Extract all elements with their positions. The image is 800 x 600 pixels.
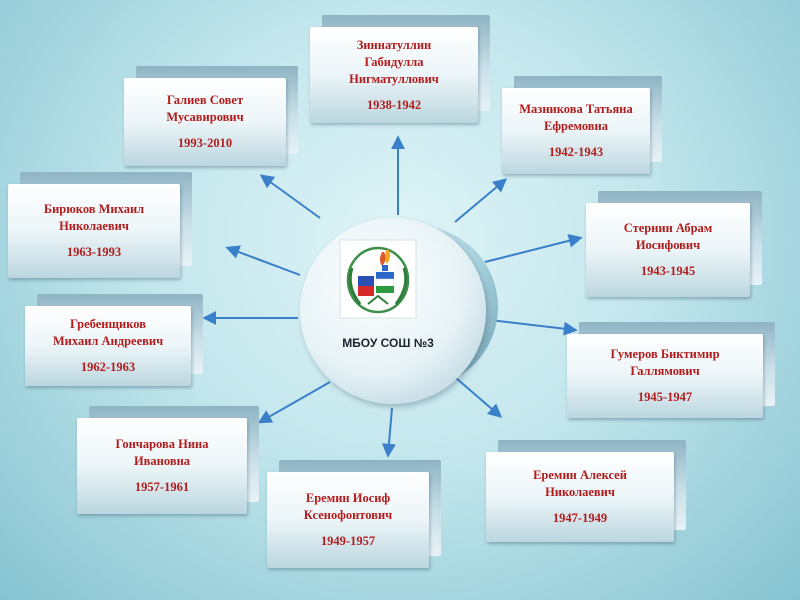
director-card-6: Гончарова Нина Ивановна 1957-1961	[77, 406, 259, 514]
director-name: Стернин Абрам Иосифович	[623, 221, 713, 252]
director-years: 1943-1945	[640, 264, 696, 278]
card-face: Гончарова Нина Ивановна 1957-1961	[77, 418, 247, 514]
director-card-3: Гумеров Биктимир Галлямович 1945-1947	[567, 322, 775, 418]
director-card-8: Бирюков Михаил Николаевич 1963-1993	[8, 172, 192, 278]
director-name: Еремин Алексей Николаевич	[533, 468, 627, 499]
director-card-4: Еремин Алексей Николаевич 1947-1949	[486, 440, 686, 542]
card-face: Мазникова Татьяна Ефремовна 1942-1943	[502, 88, 650, 174]
arrow-to-lower-left	[257, 381, 331, 424]
card-face: Еремин Алексей Николаевич 1947-1949	[486, 452, 674, 542]
arrow-to-right-2	[489, 319, 578, 336]
arrow-to-right-1	[484, 233, 583, 263]
director-years: 1962-1963	[80, 360, 136, 374]
card-face: Галиев Совет Мусавирович 1993-2010	[124, 78, 286, 166]
school-emblem-icon	[339, 239, 417, 319]
arrow-to-right-3	[455, 377, 503, 418]
arrow-to-upper-left	[259, 174, 321, 219]
director-years: 1945-1947	[637, 390, 693, 404]
director-name: Гумеров Биктимир Галлямович	[610, 347, 720, 378]
card-face: Еремин Иосиф Ксенофонтович 1949-1957	[267, 472, 429, 568]
director-years: 1942-1943	[548, 145, 604, 159]
director-years: 1963-1993	[66, 245, 122, 259]
center-label: МБОУ СОШ №3	[342, 336, 434, 350]
arrow-to-left-2	[225, 245, 301, 276]
arrow-to-bottom	[381, 407, 396, 458]
card-face: Стернин Абрам Иосифович 1943-1945	[586, 203, 750, 297]
director-card-9: Галиев Совет Мусавирович 1993-2010	[124, 66, 298, 166]
director-name: Мазникова Татьяна Ефремовна	[519, 102, 633, 133]
director-name: Гончарова Нина Ивановна	[115, 437, 209, 468]
director-card-0: Зиннатуллин Габидулла Нигматуллович 1938…	[310, 15, 490, 123]
director-card-2: Стернин Абрам Иосифович 1943-1945	[586, 191, 762, 297]
director-years: 1949-1957	[320, 534, 376, 548]
card-face: Гумеров Биктимир Галлямович 1945-1947	[567, 334, 763, 418]
card-face: Зиннатуллин Габидулла Нигматуллович 1938…	[310, 27, 478, 123]
director-card-1: Мазникова Татьяна Ефремовна 1942-1943	[502, 76, 662, 174]
arrow-to-upper-right	[454, 178, 508, 223]
director-years: 1957-1961	[134, 480, 190, 494]
card-face: Гребенщиков Михаил Андреевич 1962-1963	[25, 306, 191, 386]
director-name: Гребенщиков Михаил Андреевич	[52, 317, 164, 348]
director-card-5: Еремин Иосиф Ксенофонтович 1949-1957	[267, 460, 441, 568]
director-name: Еремин Иосиф Ксенофонтович	[303, 491, 393, 522]
director-name: Галиев Совет Мусавирович	[166, 93, 244, 124]
director-card-7: Гребенщиков Михаил Андреевич 1962-1963	[25, 294, 203, 386]
director-name: Бирюков Михаил Николаевич	[43, 202, 145, 233]
card-face: Бирюков Михаил Николаевич 1963-1993	[8, 184, 180, 278]
director-years: 1938-1942	[366, 97, 422, 112]
director-years: 1947-1949	[552, 511, 608, 525]
director-years: 1993-2010	[177, 136, 233, 150]
director-name: Зиннатуллин Габидулла Нигматуллович	[349, 37, 439, 86]
